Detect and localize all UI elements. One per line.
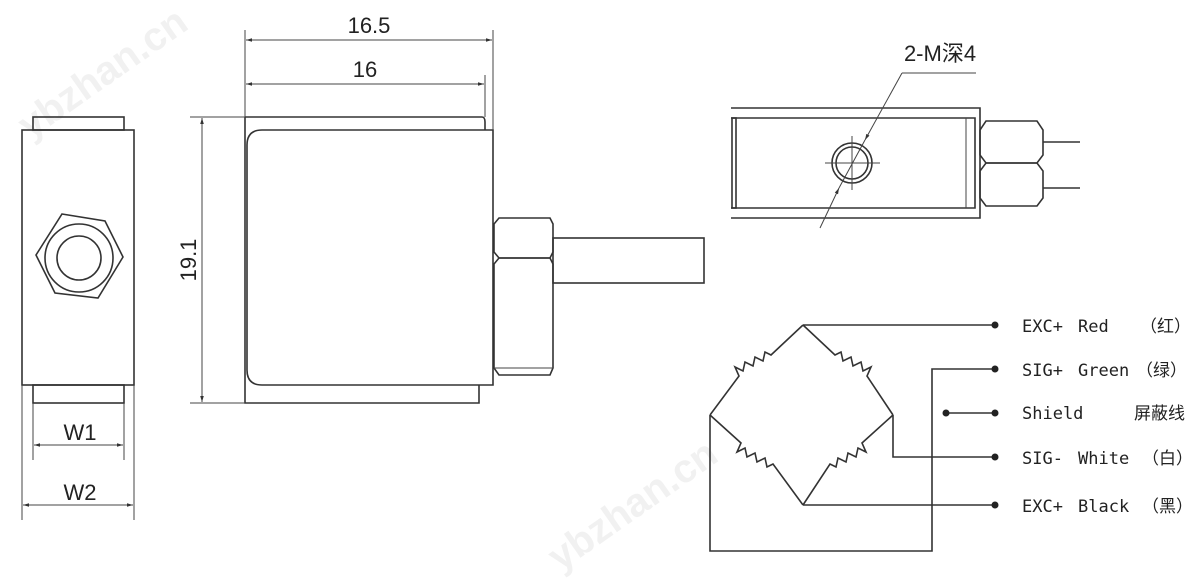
bridge-resistor-top-right <box>802 324 894 416</box>
thread-note: 2-M深4 <box>904 41 976 66</box>
wire-color-cn: （黑） <box>1142 497 1193 517</box>
wire-color-cn: （白） <box>1142 449 1193 469</box>
wire-signal: SIG+ <box>1022 361 1063 381</box>
bridge-resistor-bottom-right <box>802 414 894 506</box>
wire-color: Black <box>1078 497 1129 517</box>
terminal-dot <box>991 501 999 509</box>
w2-dimension: W2 <box>64 480 97 505</box>
terminal-dot <box>991 321 999 329</box>
dimension-16: 16 <box>353 57 377 82</box>
wire-signal: EXC+ <box>1022 317 1063 337</box>
bridge-resistor-bottom-left <box>709 414 804 506</box>
terminal-dot <box>991 365 999 373</box>
top-view: 2-M深4 <box>731 41 1080 229</box>
front-view: 16.5 16 19.1 <box>176 13 705 404</box>
wire-color-cn: （绿） <box>1136 361 1187 381</box>
wire-color: Green <box>1078 361 1129 381</box>
wire-color-cn: 屏蔽线 <box>1134 404 1185 424</box>
terminal-dot <box>942 409 950 417</box>
wire-signal: EXC+ <box>1022 497 1063 517</box>
wire-color: Red <box>1078 317 1109 337</box>
terminal-dot <box>991 453 999 461</box>
dimension-19-1: 19.1 <box>176 239 201 282</box>
watermark: ybzhan.cn <box>10 0 195 147</box>
bridge-resistor-top-left <box>709 324 804 416</box>
hex-nut-icon <box>35 213 124 299</box>
wire-signal: Shield <box>1022 404 1083 424</box>
w1-dimension: W1 <box>64 420 97 445</box>
cable-connector <box>493 217 705 376</box>
wire-color-cn: （红） <box>1140 317 1191 337</box>
terminal-dot <box>991 409 999 417</box>
wire-signal: SIG- <box>1022 449 1063 469</box>
wire-color: White <box>1078 449 1129 469</box>
watermark-2: ybzhan.cn <box>540 431 725 578</box>
side-view: W1 W2 <box>21 116 135 520</box>
dimension-16-5: 16.5 <box>348 13 391 38</box>
wiring-diagram: EXC+ Red （红） SIG+ Green （绿） Shield 屏蔽线 S… <box>709 317 1193 552</box>
